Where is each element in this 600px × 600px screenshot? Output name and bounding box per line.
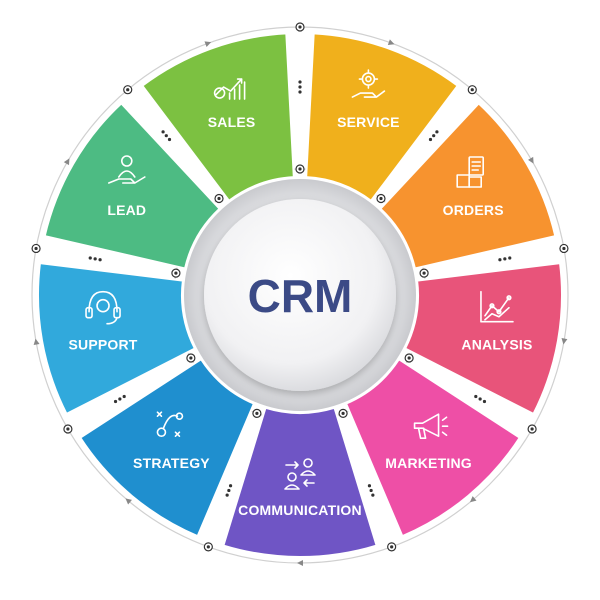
ring-arrow <box>204 41 212 48</box>
center-title: CRM <box>248 270 353 322</box>
segment-support-label: SUPPORT <box>68 337 137 353</box>
segment-marketing: MARKETING <box>344 357 522 538</box>
segment-lead: LEAD <box>43 101 221 270</box>
ring-arrow <box>297 560 303 566</box>
segment-strategy-label: STRATEGY <box>133 455 210 471</box>
separator-dots <box>113 394 126 404</box>
segment-sales-label: SALES <box>208 114 256 130</box>
boxes-clipboard-icon <box>456 156 485 188</box>
separator-dots <box>474 394 487 404</box>
segment-support-shape <box>37 261 197 416</box>
segment-lead-shape <box>43 101 221 270</box>
gear-hand-icon <box>351 69 386 98</box>
headset-icon <box>85 290 121 325</box>
ring-arrow <box>469 496 477 503</box>
segment-support: SUPPORT <box>37 261 197 416</box>
person-hand-icon <box>107 155 146 184</box>
ring-arrow <box>63 158 70 166</box>
segment-communication: COMMUNICATION <box>222 406 378 558</box>
segment-communication-shape <box>222 406 378 558</box>
center-hub: CRM <box>184 179 416 411</box>
segment-orders: ORDERS <box>379 101 557 270</box>
ring-arrow <box>561 338 568 345</box>
segment-marketing-shape <box>344 357 522 538</box>
line-chart-icon <box>480 290 514 323</box>
ring-arrow <box>527 156 534 164</box>
segment-communication-label: COMMUNICATION <box>238 502 362 518</box>
segment-orders-label: ORDERS <box>443 202 504 218</box>
segment-service-shape <box>305 32 460 203</box>
megaphone-icon <box>413 413 449 440</box>
segment-marketing-label: MARKETING <box>385 455 472 471</box>
segment-analysis-shape <box>403 261 563 416</box>
people-exchange-icon <box>284 458 316 490</box>
segment-strategy-shape <box>78 357 256 538</box>
separator-dots <box>367 484 375 497</box>
separator-dots <box>498 256 512 262</box>
separator-dots <box>428 130 439 142</box>
separator-dots <box>298 80 302 94</box>
segment-analysis-label: ANALYSIS <box>461 337 532 353</box>
segment-orders-shape <box>379 101 557 270</box>
separator-dots <box>161 130 172 142</box>
segment-ring: SALES SERVICE ORDERS ANALYSIS MARKETING COMMU… <box>31 22 569 566</box>
separator-dots <box>88 256 102 262</box>
segment-service-label: SERVICE <box>337 114 400 130</box>
strategy-play-icon <box>156 411 184 438</box>
segment-analysis: ANALYSIS <box>403 261 563 416</box>
segment-lead-label: LEAD <box>107 202 146 218</box>
segment-strategy: STRATEGY <box>78 357 256 538</box>
chart-money-icon <box>213 78 246 100</box>
hub-disc <box>204 199 396 391</box>
segment-service: SERVICE <box>305 32 460 203</box>
segment-sales: SALES <box>140 32 295 203</box>
separator-dots <box>225 484 233 497</box>
segment-sales-shape <box>140 32 295 203</box>
ring-arrow <box>125 498 132 505</box>
ring-arrow <box>33 338 40 346</box>
ring-arrow <box>387 39 395 45</box>
